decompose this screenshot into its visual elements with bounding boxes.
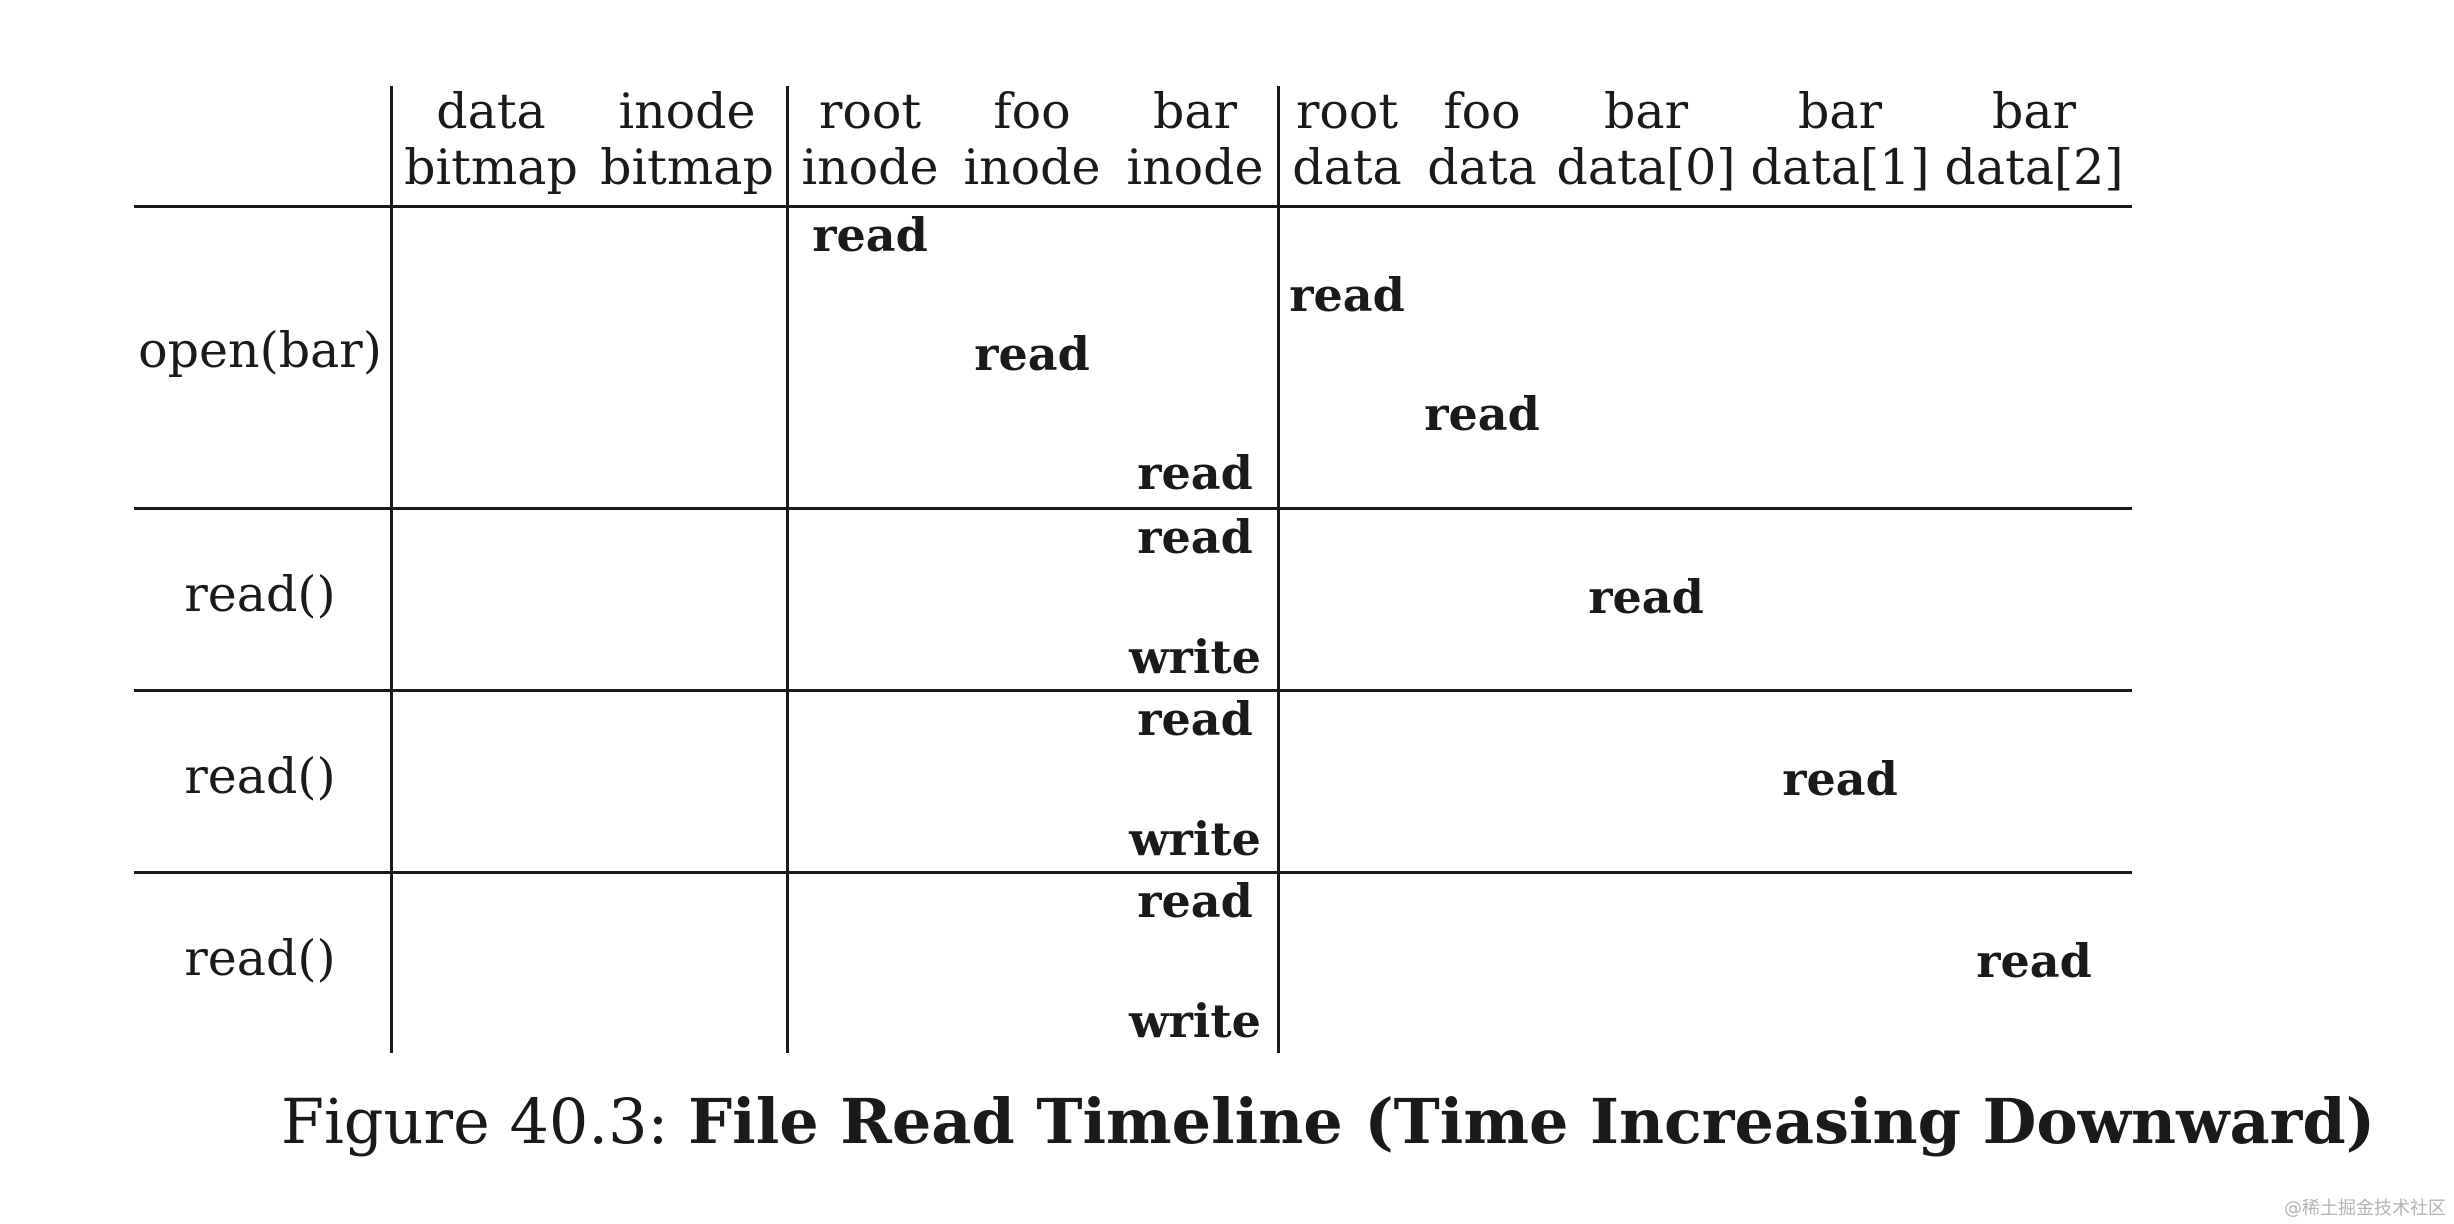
operation-entry: read xyxy=(812,208,928,262)
row-divider xyxy=(134,507,2132,510)
row-label: read() xyxy=(184,930,336,987)
column-header: data xyxy=(1427,139,1537,196)
column-header: data[2] xyxy=(1944,139,2124,196)
operation-entry: read xyxy=(1137,692,1253,746)
row-label: open(bar) xyxy=(138,322,382,379)
row-divider xyxy=(134,689,2132,692)
column-header: data[0] xyxy=(1556,139,1736,196)
column-header: bar xyxy=(1991,83,2077,140)
row-label: read() xyxy=(184,748,336,805)
operation-entry: read xyxy=(1137,446,1253,500)
column-header: data xyxy=(436,83,546,140)
column-header: inode xyxy=(1126,139,1264,196)
column-header: foo xyxy=(993,83,1071,140)
operation-entry: read xyxy=(1588,570,1704,624)
operation-entry: read xyxy=(1137,874,1253,928)
column-divider xyxy=(1277,86,1280,1053)
column-header: bar xyxy=(1603,83,1689,140)
column-header: data[1] xyxy=(1750,139,1930,196)
column-divider xyxy=(786,86,789,1053)
operation-entry: read xyxy=(1424,387,1540,441)
column-header: inode xyxy=(618,83,756,140)
column-header: bar xyxy=(1797,83,1883,140)
column-header: bar xyxy=(1152,83,1238,140)
operation-entry: read xyxy=(1782,752,1898,806)
row-label: read() xyxy=(184,566,336,623)
column-header: inode xyxy=(801,139,939,196)
column-divider xyxy=(390,86,393,1053)
operation-entry: read xyxy=(1137,510,1253,564)
operation-entry: write xyxy=(1129,994,1261,1048)
caption-prefix: Figure 40.3: xyxy=(280,1085,669,1158)
operation-entry: write xyxy=(1129,630,1261,684)
operation-entry: read xyxy=(1289,268,1405,322)
column-header: root xyxy=(1295,83,1399,140)
column-header: foo xyxy=(1443,83,1521,140)
operation-entry: write xyxy=(1129,812,1261,866)
operation-entry: read xyxy=(1976,934,2092,988)
column-header: inode xyxy=(963,139,1101,196)
watermark: @稀土掘金技术社区 xyxy=(2284,1198,2446,1219)
operation-entry: read xyxy=(974,327,1090,381)
header-divider xyxy=(134,205,2132,208)
row-divider xyxy=(134,871,2132,874)
column-header: bitmap xyxy=(600,139,774,196)
figure-caption: Figure 40.3: File Read Timeline (Time In… xyxy=(281,1086,2375,1157)
column-header: root xyxy=(818,83,922,140)
column-header: data xyxy=(1292,139,1402,196)
caption-title: File Read Timeline (Time Increasing Down… xyxy=(688,1085,2376,1158)
column-header: bitmap xyxy=(404,139,578,196)
